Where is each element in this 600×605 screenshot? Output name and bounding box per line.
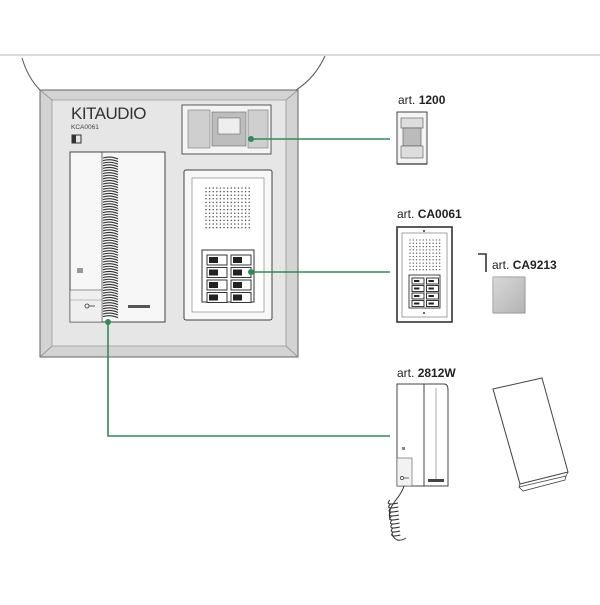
hex-key-ca9213 [478,253,487,272]
handset-2812w-coil [387,485,407,541]
label-code: CA9213 [512,258,557,272]
entrance-panel-ca0061-device [396,226,453,323]
label-art-ca9213: art. CA9213 [492,258,557,272]
call-button-grid [206,254,252,303]
handset-in-box [69,151,166,323]
label-prefix: art. [397,207,415,221]
box-flap-left [21,57,41,91]
label-code: 2812W [417,366,456,380]
entrance-panel-in-box [183,169,273,321]
label-code: 1200 [418,93,446,107]
speaker-grille [409,239,441,271]
speaker-small-icon [71,134,82,144]
label-art-2812w: art. 2812W [397,366,456,380]
label-prefix: art. [397,366,415,380]
speaker-grille [205,187,250,229]
label-art-ca0061: art. CA0061 [397,207,462,221]
box-flap-right [295,55,326,91]
kit-title: KITAUDIO [71,104,147,123]
handset-2812w-device [396,383,449,487]
connector-dot [248,136,254,142]
call-button-grid [411,277,439,307]
power-supply-1200-device [396,111,428,165]
connector-lines [107,138,390,437]
label-prefix: art. [492,258,510,272]
connector-dot [105,319,111,325]
label-art-1200: art. 1200 [398,93,445,107]
connector-handset [107,322,390,437]
kit-code: KCA0061 [71,124,99,131]
power-supply-in-box [181,104,272,155]
cover-plate-ca9213 [492,276,526,314]
handset-coil-in-box [102,156,119,319]
label-prefix: art. [398,93,416,107]
connector-dot [248,269,254,275]
label-code: CA0061 [417,207,462,221]
instruction-leaflet [492,377,569,492]
